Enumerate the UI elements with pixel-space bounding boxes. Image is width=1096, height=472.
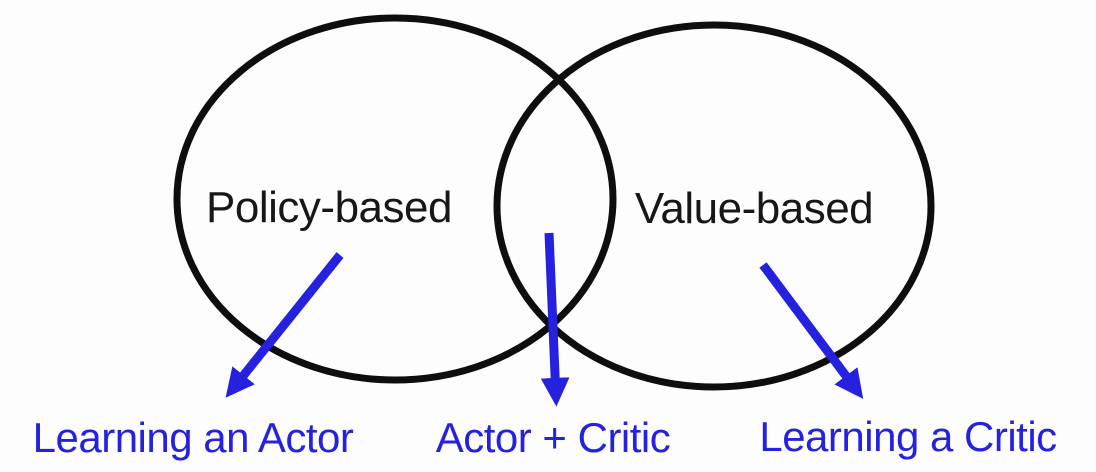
arrow-value-to-critic	[759, 262, 864, 399]
value-based-circle	[493, 21, 935, 391]
policy-based-label: Policy-based	[206, 183, 452, 232]
actor-plus-critic-label: Actor + Critic	[435, 414, 671, 461]
value-based-label: Value-based	[634, 184, 874, 233]
learning-a-critic-label: Learning a Critic	[759, 413, 1057, 460]
arrow-intersection-to-actor-critic	[540, 232, 570, 407]
policy-based-circle	[173, 14, 617, 384]
arrow-policy-to-actor	[225, 252, 344, 398]
learning-an-actor-label: Learning an Actor	[32, 414, 354, 461]
